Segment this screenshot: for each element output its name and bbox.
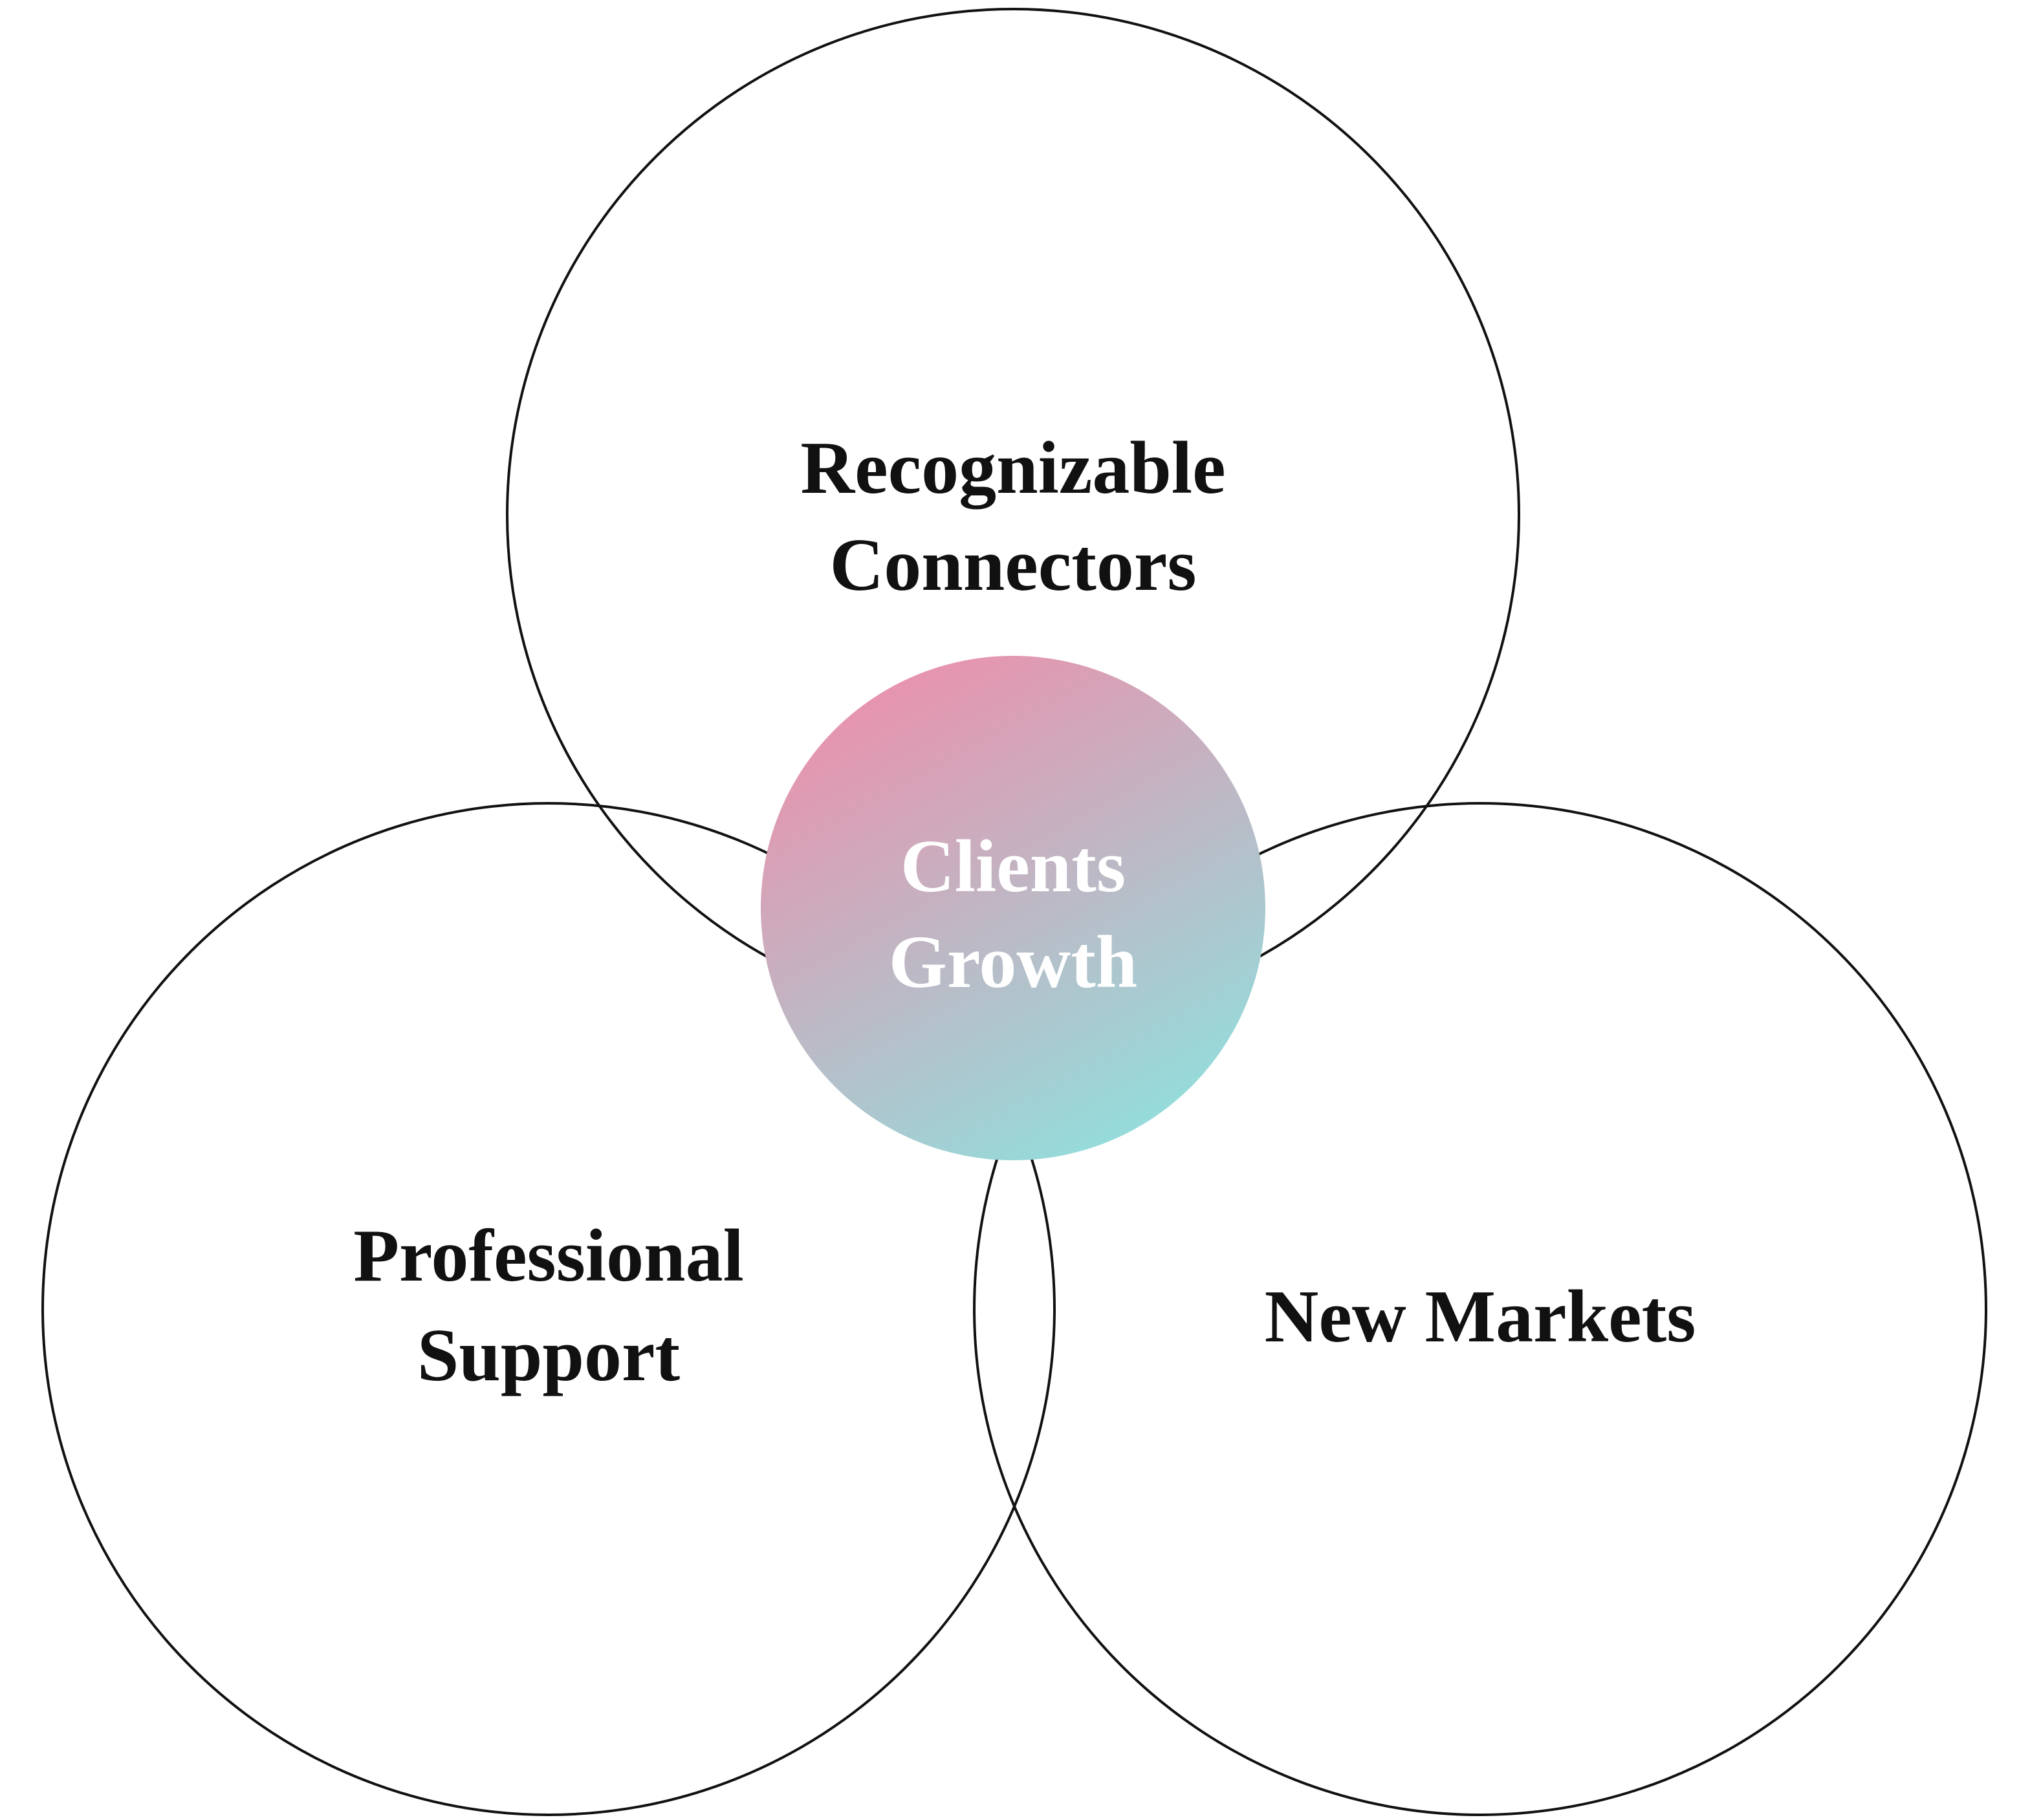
label-top-line1: Recognizable — [800, 427, 1225, 510]
label-left-line1: Professional — [353, 1215, 744, 1297]
label-center-line2: Growth — [889, 921, 1138, 1004]
label-right-line1: New Markets — [1265, 1275, 1696, 1358]
label-top-line2: Connectors — [829, 524, 1196, 607]
label-center-line1: Clients — [900, 825, 1126, 908]
circle-new-markets — [973, 802, 1987, 1816]
center-circle — [761, 656, 1265, 1160]
circle-professional-support — [41, 802, 1056, 1816]
label-left-line2: Support — [417, 1314, 681, 1397]
